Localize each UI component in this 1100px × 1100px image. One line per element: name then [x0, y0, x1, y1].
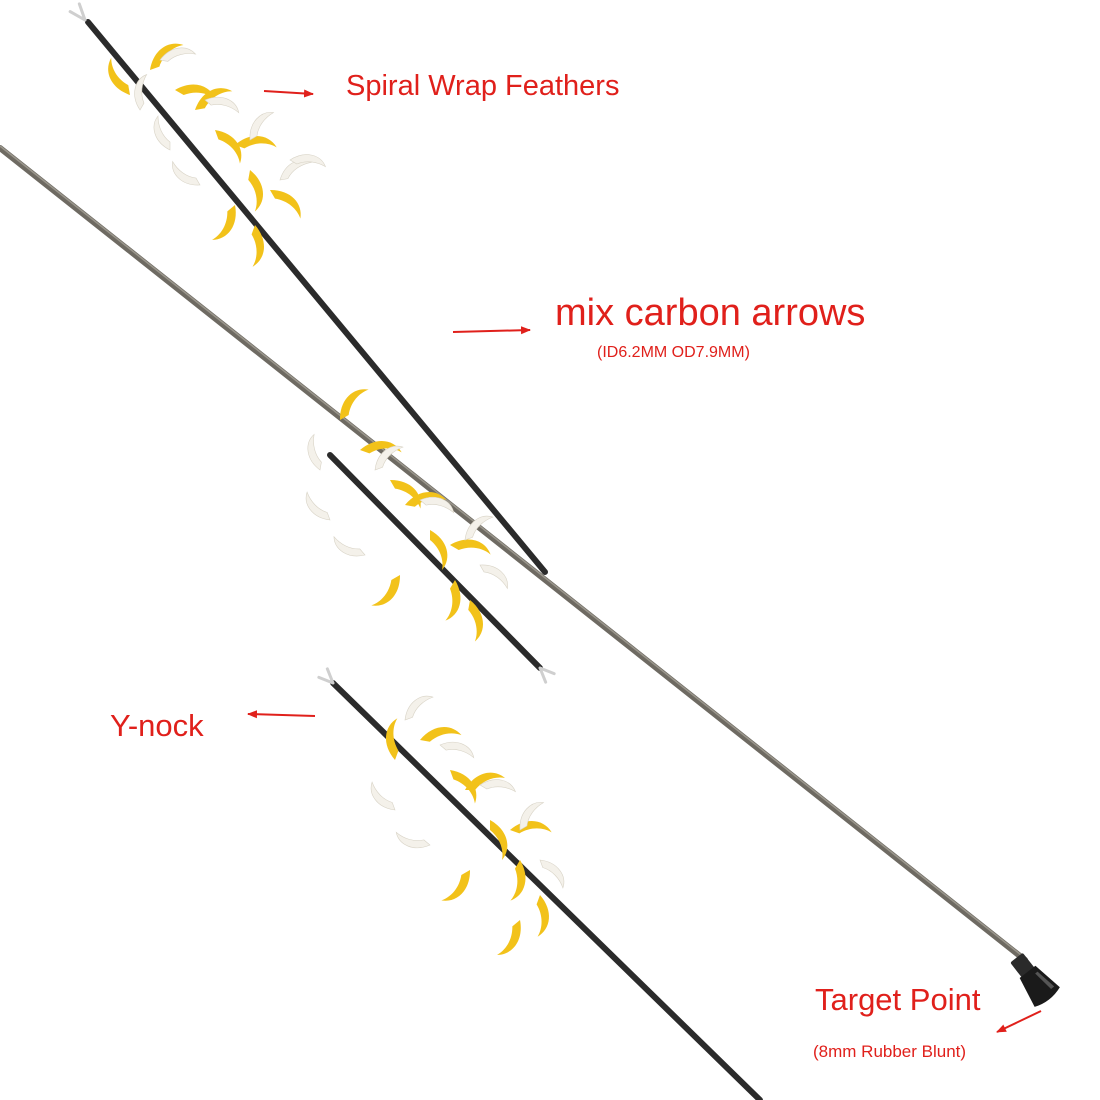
- target-point-spec: (8mm Rubber Blunt): [813, 1042, 967, 1061]
- top-arrow: [68, 2, 548, 575]
- y-nock-icon: [317, 667, 335, 685]
- y-nock-icon: [538, 666, 556, 684]
- mix-carbon-arrows-label: mix carbon arrows: [555, 292, 866, 334]
- pointer-arrows: [247, 89, 1042, 1033]
- pointer-arrow-icon: [996, 1010, 1042, 1033]
- pointer-arrow-icon: [452, 326, 531, 335]
- y-nock-icon: [68, 2, 87, 22]
- pointer-arrow-icon: [263, 89, 314, 98]
- mix-carbon-arrows-spec: (ID6.2MM OD7.9MM): [597, 344, 750, 361]
- pointer-arrow-icon: [247, 710, 316, 719]
- middle-arrow-fletching: [303, 384, 556, 684]
- rubber-blunt-tip: [1010, 953, 1060, 1007]
- spiral-wrap-feathers-label: Spiral Wrap Feathers: [346, 70, 620, 102]
- bottom-arrow: [317, 667, 763, 1100]
- long-arrow: [0, 145, 1028, 963]
- target-point-label: Target Point: [815, 982, 981, 1017]
- y-nock-label: Y-nock: [110, 708, 204, 743]
- spiral-feathers-fletching: [105, 40, 328, 269]
